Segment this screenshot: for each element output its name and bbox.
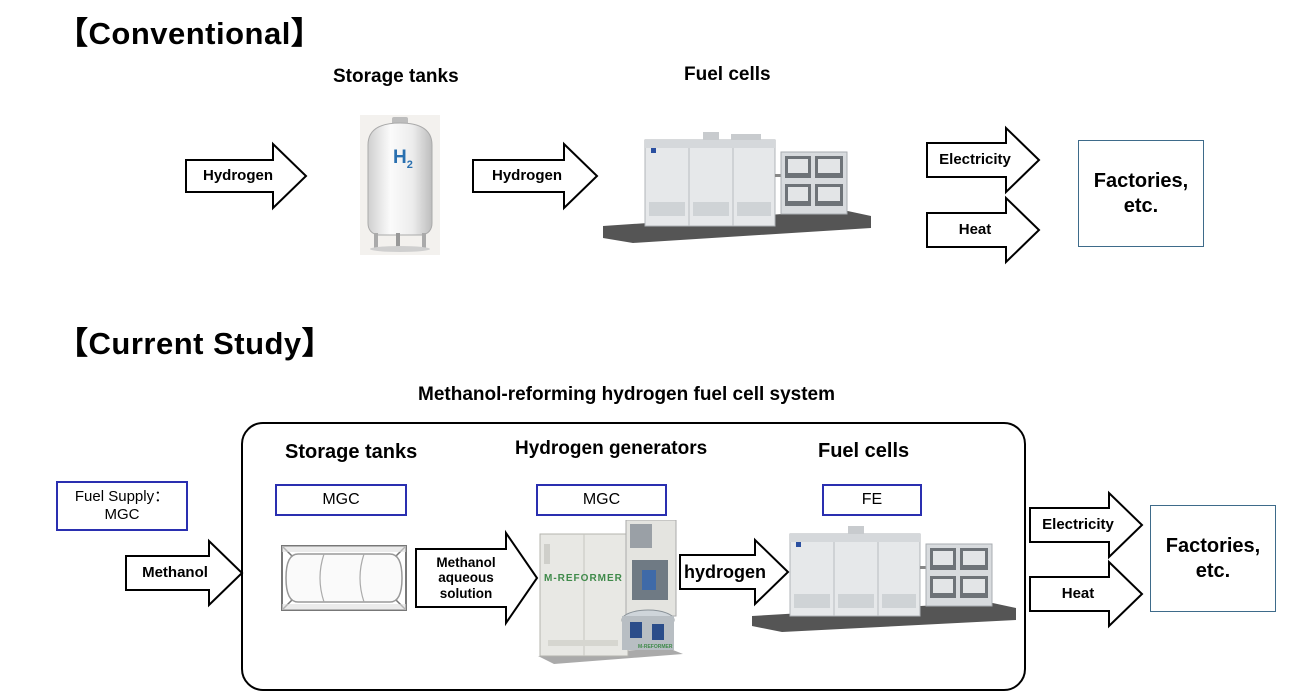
current-fuelcell-label: Fuel cells: [818, 440, 910, 462]
fuel-cell-current-image: [752, 526, 1016, 634]
tank-subscript: 2: [406, 158, 413, 171]
methanol-label: Methanol: [142, 564, 208, 582]
conventional-title: 【Conventional】: [57, 16, 323, 51]
factories-line1: Factories,: [1093, 169, 1189, 192]
factories-line2: etc.: [1123, 194, 1159, 217]
iso-tank-image: [280, 544, 408, 612]
hydrogen-mid-label: Hydrogen: [491, 167, 562, 185]
heat-current-arrow: Heat: [1029, 559, 1144, 629]
current-storage-label: Storage tanks: [285, 441, 418, 463]
solution-line2: aqueous: [438, 570, 494, 586]
factories-current-line2: etc.: [1195, 559, 1231, 582]
methanol-arrow: Methanol: [125, 538, 244, 608]
generator-brand-text: M-REFORMER: [544, 573, 623, 584]
current-study-title: 【Current Study】: [57, 326, 334, 361]
fuel-supply-line1: Fuel Supply：: [74, 488, 170, 505]
fuel-supply-line2: MGC: [104, 506, 140, 523]
factories-current-box: Factories,etc.: [1150, 505, 1276, 612]
generator-supplier-box: MGC: [536, 484, 667, 516]
conventional-storage-label: Storage tanks: [333, 66, 459, 87]
tank-h-symbol: H: [393, 147, 407, 168]
factories-box: Factories,etc.: [1078, 140, 1204, 247]
system-label: Methanol-reforming hydrogen fuel cell sy…: [418, 384, 836, 405]
storage-supplier-box: MGC: [275, 484, 407, 516]
hydrogen-current-label: hydrogen: [683, 561, 766, 582]
conventional-fuelcell-label: Fuel cells: [684, 64, 771, 85]
tank-h2-symbol: H2: [393, 147, 413, 171]
factories-current-line1: Factories,: [1165, 534, 1261, 557]
solution-line1: Methanol: [436, 554, 496, 570]
hydrogen-mid-arrow: Hydrogen: [472, 141, 599, 211]
hydrogen-generator-image: M-REFORMER M-REFORMER: [538, 519, 683, 666]
generator-label: Hydrogen generators: [515, 438, 708, 459]
fuel-supply-box: Fuel Supply：MGC: [56, 481, 188, 531]
hydrogen-input-label: Hydrogen: [202, 167, 273, 185]
heat-current-label: Heat: [1061, 585, 1095, 603]
heat-label: Heat: [958, 221, 992, 239]
electricity-current-label: Electricity: [1042, 516, 1114, 534]
heat-arrow: Heat: [926, 195, 1041, 265]
generator-brand-small-text: M-REFORMER: [638, 644, 673, 650]
electricity-label: Electricity: [939, 151, 1011, 169]
electricity-arrow: Electricity: [926, 125, 1041, 195]
solution-line3: solution: [439, 585, 493, 601]
fuel-cell-image: [603, 130, 871, 245]
hydrogen-input-arrow: Hydrogen: [185, 141, 308, 211]
hydrogen-tank-image: H2: [360, 115, 440, 255]
fuelcell-supplier-box: FE: [822, 484, 922, 516]
hydrogen-current-arrow: hydrogen: [679, 537, 790, 607]
electricity-current-arrow: Electricity: [1029, 490, 1144, 560]
